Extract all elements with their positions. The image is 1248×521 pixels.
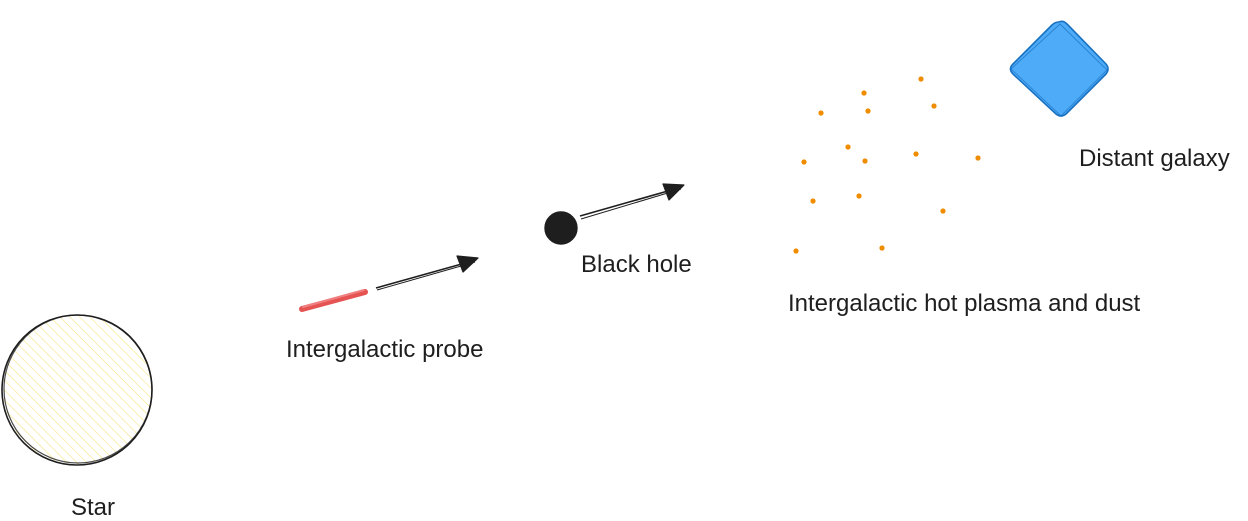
dust-particle xyxy=(918,76,924,82)
probe-shape xyxy=(299,289,368,312)
black-hole-shape xyxy=(544,211,578,245)
dust-particle xyxy=(810,198,816,204)
black-hole-label: Black hole xyxy=(581,251,692,278)
arrow-probe-to-hole xyxy=(375,255,479,291)
dust-particle xyxy=(861,90,867,96)
dust-particle xyxy=(940,208,946,214)
dust-particle xyxy=(865,108,871,114)
dust-particle xyxy=(818,110,824,116)
galaxy-label: Distant galaxy xyxy=(1079,145,1230,172)
dust-particle xyxy=(931,103,937,109)
arrow-hole-to-plasma xyxy=(579,183,685,220)
dust-particle xyxy=(879,245,885,251)
plasma-dust-cloud xyxy=(793,76,981,254)
dust-particle xyxy=(975,155,981,161)
dust-particle xyxy=(793,248,799,254)
star-shape xyxy=(1,314,153,466)
probe-label: Intergalactic probe xyxy=(286,336,484,363)
dust-particle xyxy=(913,151,919,157)
dust-particle xyxy=(845,144,851,150)
galaxy-shape xyxy=(1009,20,1109,117)
star-label: Star xyxy=(71,494,116,521)
dust-particle xyxy=(856,193,862,199)
plasma-dust-label: Intergalactic hot plasma and dust xyxy=(788,290,1141,317)
dust-particle xyxy=(862,158,868,164)
dust-particle xyxy=(801,159,807,165)
